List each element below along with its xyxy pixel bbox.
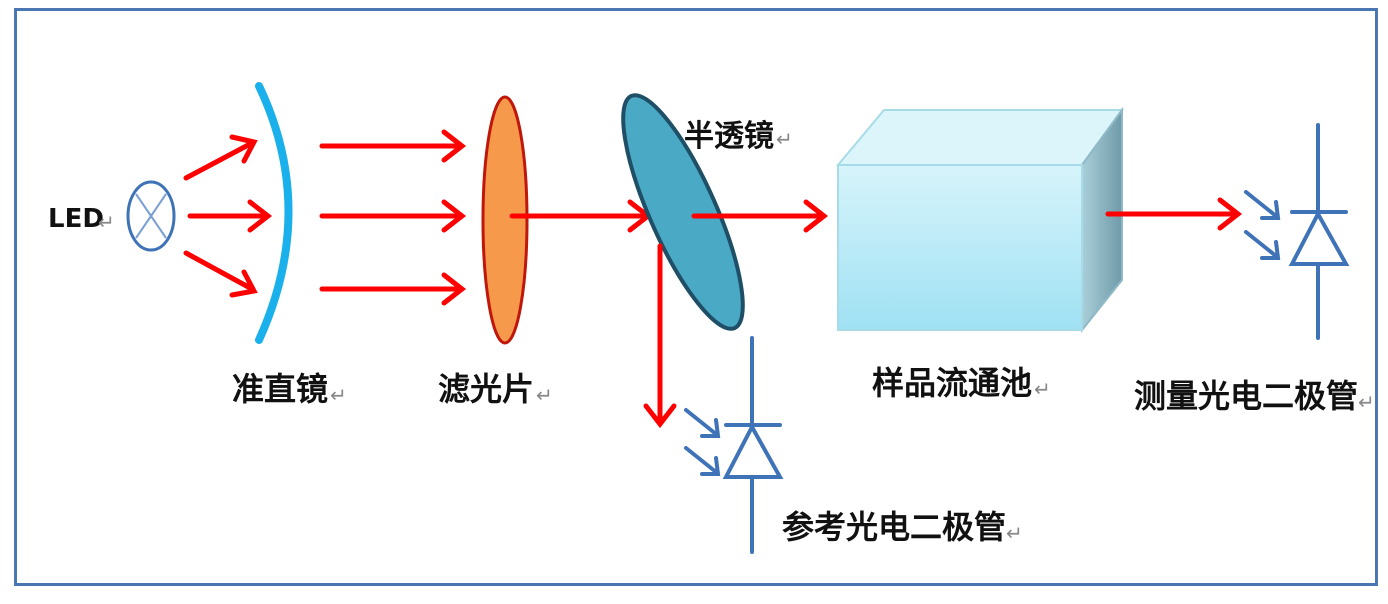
- svg-text:样品流通池: 样品流通池: [872, 364, 1032, 402]
- ray-mid-head: [247, 199, 273, 233]
- svg-text:↵: ↵: [1034, 377, 1051, 401]
- svg-text:测量光电二极管: 测量光电二极管: [1134, 377, 1358, 415]
- led-lamp-icon: [126, 180, 176, 252]
- svg-text:半透镜: 半透镜: [684, 119, 774, 154]
- label-led: LED ↵: [48, 204, 115, 234]
- svg-text:LED: LED: [48, 204, 104, 234]
- diagram-frame: [14, 8, 1378, 586]
- svg-text:↵: ↵: [536, 383, 553, 407]
- filter-disk: [481, 95, 529, 345]
- label-sample-cell: 样品流通池 ↵: [872, 364, 1051, 402]
- measure-photodiode-icon: [1244, 123, 1350, 340]
- svg-text:↵: ↵: [776, 127, 793, 151]
- reflected-ray: [643, 243, 677, 429]
- svg-text:↵: ↵: [1006, 521, 1023, 545]
- svg-text:准直镜: 准直镜: [232, 370, 328, 408]
- svg-text:↵: ↵: [330, 383, 347, 407]
- collimator-lens: [255, 82, 293, 344]
- svg-text:↵: ↵: [98, 210, 115, 234]
- label-reference-photodiode: 参考光电二极管 ↵: [782, 508, 1023, 546]
- ray-down: [183, 250, 255, 292]
- label-measure-photodiode: 测量光电二极管 ↵: [1134, 377, 1375, 415]
- reference-photodiode-icon: [684, 336, 784, 554]
- sample-flow-cell: [835, 106, 1124, 333]
- ray-down-head: [229, 269, 258, 298]
- label-filter: 滤光片 ↵: [438, 370, 553, 408]
- parallel-rays: [319, 129, 467, 306]
- cell-to-detector-ray: [1105, 197, 1243, 231]
- label-beam-splitter: 半透镜 ↵: [684, 119, 793, 154]
- svg-text:参考光电二极管: 参考光电二极管: [782, 508, 1006, 546]
- svg-text:↵: ↵: [1358, 390, 1375, 414]
- ray-up: [183, 140, 255, 181]
- label-collimator: 准直镜 ↵: [232, 370, 347, 408]
- splitter-to-cell-ray: [691, 199, 829, 233]
- filter-to-splitter-ray: [509, 199, 653, 233]
- led-rays: [183, 134, 273, 298]
- svg-text:滤光片: 滤光片: [438, 370, 534, 408]
- beam-splitter: [621, 93, 745, 331]
- ray-up-head: [229, 134, 258, 164]
